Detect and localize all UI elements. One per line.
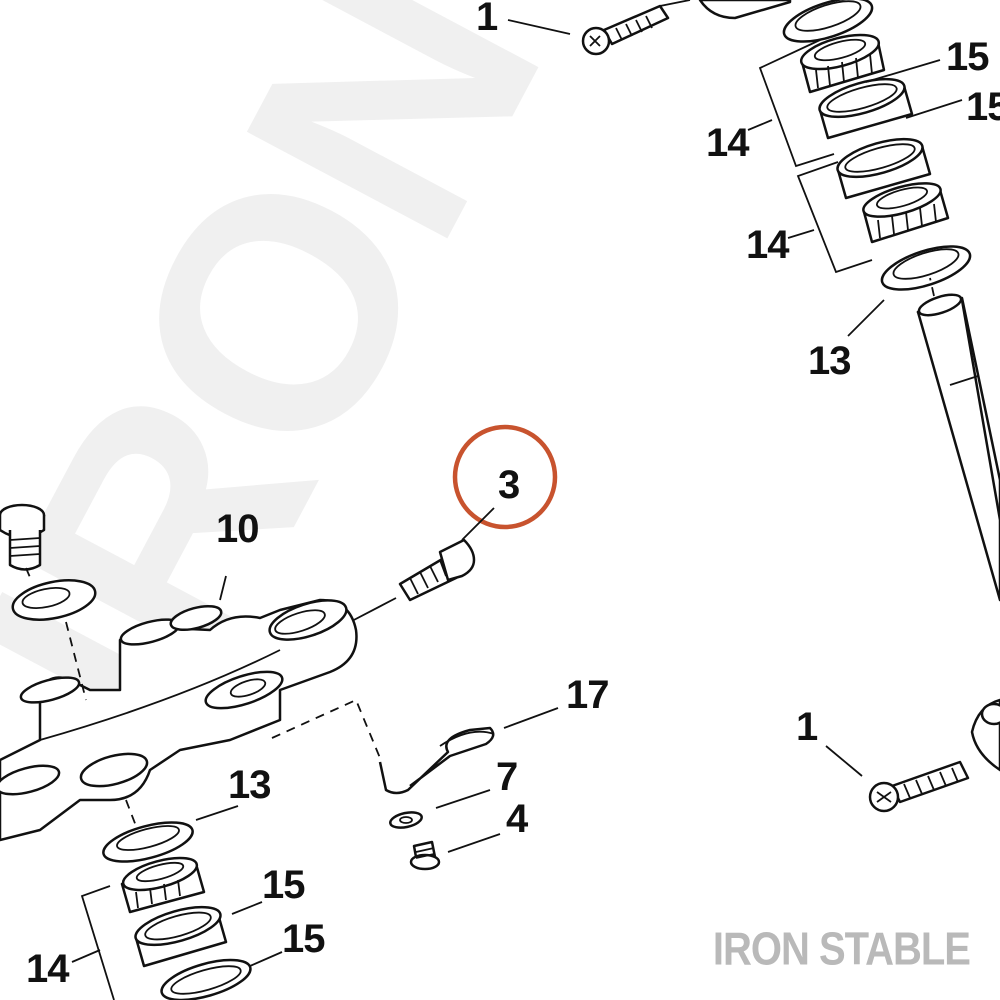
callout-15-a: 15 [946,35,989,79]
callout-1-right: 1 [796,705,818,749]
callout-14-c: 14 [26,947,70,991]
callout-14-b: 14 [746,223,790,267]
triple-tree-clamp [0,575,358,842]
bracket-14-upper [758,39,835,168]
top-right-assembly [507,0,1000,602]
callout-15-b: 15 [966,85,1000,129]
screw-1-top [581,0,691,56]
callout-15-d: 15 [282,917,325,961]
callout-4: 4 [506,797,529,841]
bracket-14-lower [796,161,873,274]
dashed-route [271,698,381,759]
lower-dust-seal [880,245,972,291]
callout-1-top: 1 [476,0,498,39]
callout-labels: 1 15 15 14 14 13 3 10 17 7 4 1 13 15 15 … [26,0,1000,991]
callout-17: 17 [566,673,609,717]
steering-stem [916,277,1000,602]
brand-logo-text: IRON STABLE [712,924,971,975]
callout-7: 7 [496,755,517,799]
bearing-cone-upper [799,33,886,94]
part-3-bolt [349,424,558,623]
callout-13-right: 13 [808,339,851,383]
bearing-race-upper [818,77,914,140]
upper-housing-fragment [698,0,792,20]
callout-10: 10 [216,507,259,551]
callout-15-c: 15 [262,863,305,907]
callout-13-left: 13 [228,763,271,807]
callout-3: 3 [498,463,519,507]
left-lower-bearing-stack [71,799,283,1000]
top-dust-seal [782,0,874,43]
screw-1-right [825,698,1000,813]
left-upper-bolt [0,503,97,701]
bearing-cone-lower [862,182,950,244]
callout-14-a: 14 [706,121,750,165]
clip-and-hardware [378,707,559,871]
bearing-race-lower [836,137,932,200]
highlight-circle [452,424,558,530]
